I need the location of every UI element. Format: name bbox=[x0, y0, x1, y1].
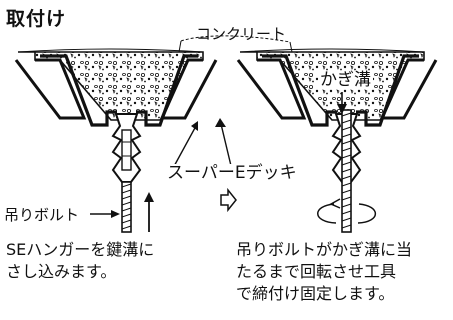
left-caption-line: さし込みます。 bbox=[6, 262, 117, 281]
right-deck-plate bbox=[236, 54, 438, 127]
right-caption-line: で締付け固定します。 bbox=[236, 284, 395, 303]
left-caption-line: SEハンガーを鍵溝に bbox=[6, 240, 155, 259]
concrete-leader-line bbox=[178, 35, 293, 53]
right-caption-line: たるまで回転させ工具 bbox=[236, 262, 397, 281]
suspension-bolt-label: 吊りボルト bbox=[4, 206, 80, 224]
bolt-pointer-arrow bbox=[90, 210, 120, 218]
kagi-mizo-arrow bbox=[337, 92, 347, 114]
kagi-mizo-label: かぎ溝 bbox=[318, 70, 373, 90]
right-caption-line: 吊りボルトがかぎ溝に当 bbox=[236, 240, 413, 259]
deck-arrows bbox=[171, 118, 233, 171]
concrete-label: コンクリート bbox=[196, 25, 287, 43]
super-e-deck-label: スーパーEデッキ bbox=[165, 163, 299, 183]
hanger-insert-arrow bbox=[144, 192, 154, 232]
rotation-arrow-icon bbox=[317, 198, 377, 224]
hollow-arrow-right-icon bbox=[220, 187, 237, 213]
right-suspension-bolt bbox=[341, 109, 352, 233]
page-title: 取付け bbox=[6, 8, 67, 30]
left-deck-plate bbox=[14, 54, 218, 127]
left-caption: SEハンガーを鍵溝に さし込みます。 bbox=[6, 239, 236, 283]
right-caption: 吊りボルトがかぎ溝に当 たるまで回転させ工具 で締付け固定します。 bbox=[236, 239, 452, 305]
left-se-hanger bbox=[111, 113, 142, 183]
left-concrete-slab bbox=[17, 48, 204, 121]
left-suspension-bolt bbox=[121, 181, 132, 233]
